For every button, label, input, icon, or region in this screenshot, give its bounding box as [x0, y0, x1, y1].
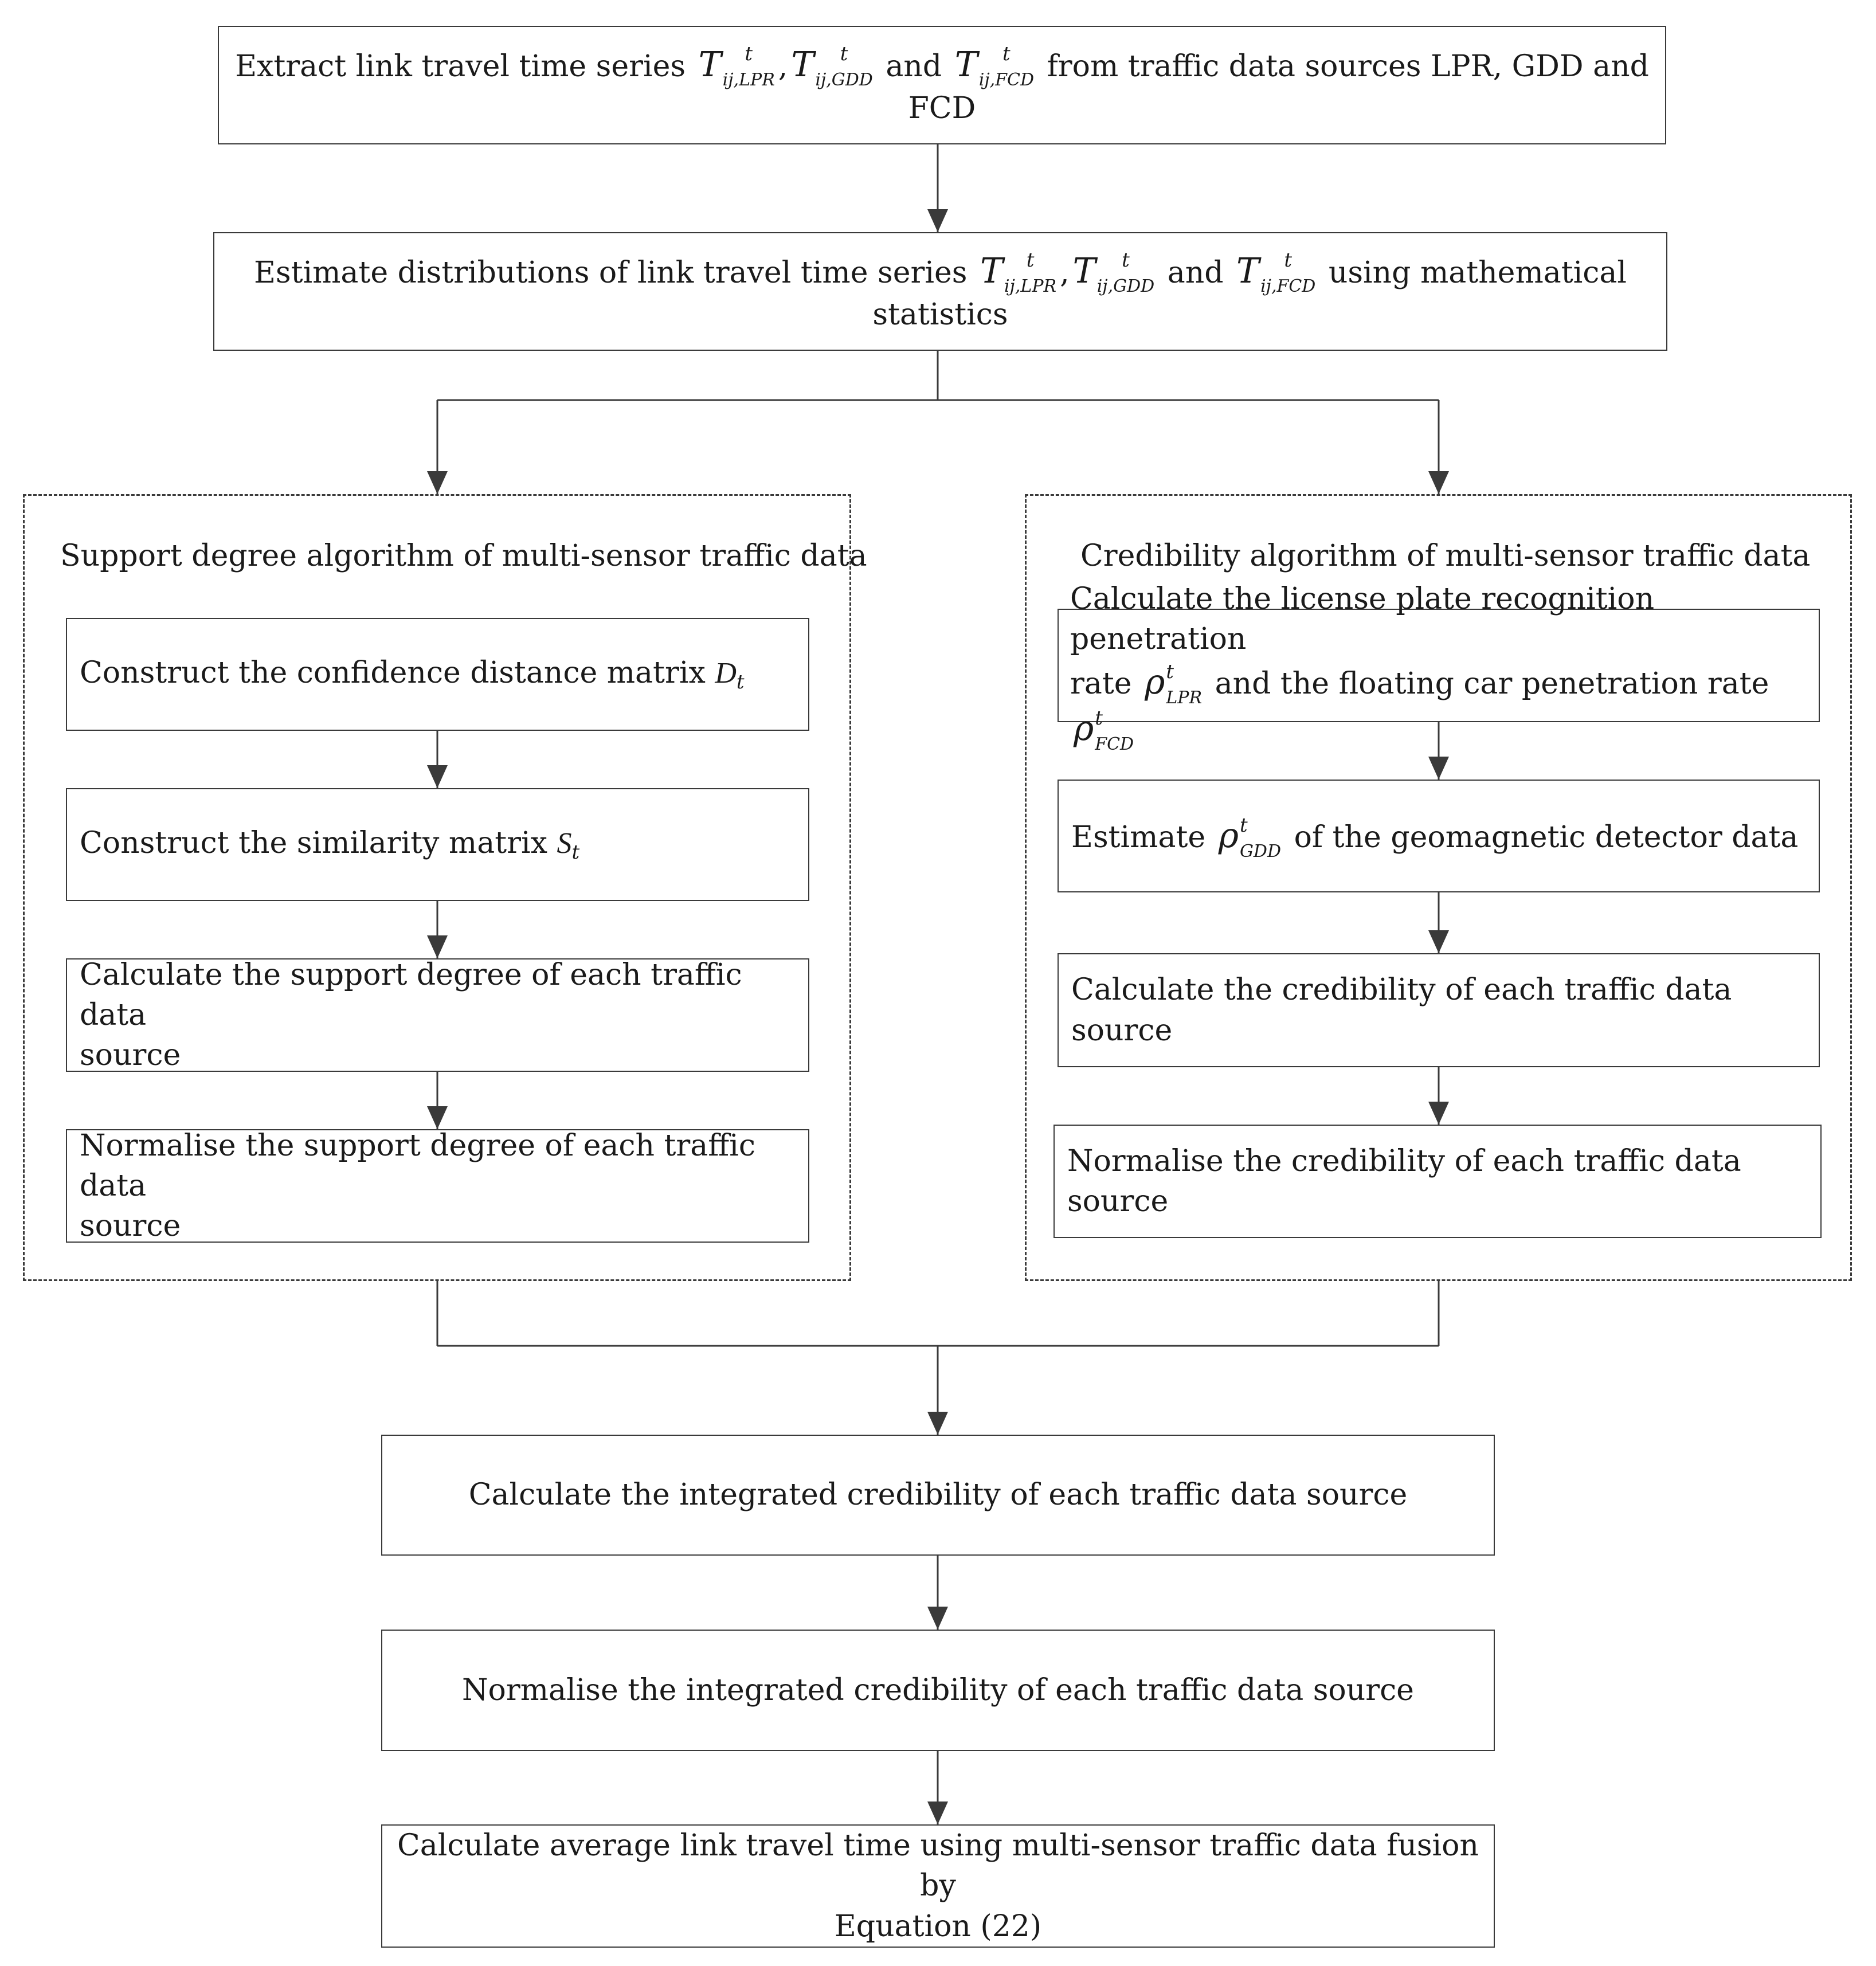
- credibility-step-normalise: Normalise the credibility of each traffi…: [1053, 1125, 1822, 1238]
- arrowhead: [927, 1412, 948, 1435]
- arrowhead: [1428, 471, 1449, 494]
- step-average-travel-time-box: Calculate average link travel time using…: [381, 1824, 1495, 1948]
- step-integrated-credibility-box: Calculate the integrated credibility of …: [381, 1435, 1495, 1556]
- arrowhead: [1428, 757, 1449, 780]
- credibility-step-penetration-rate: Calculate the license plate recognition …: [1058, 582, 1820, 753]
- step-estimate-label: Estimate distributions of link travel ti…: [253, 249, 1627, 332]
- support-step-normalise-support: Normalise the support degree of each tra…: [66, 1129, 809, 1243]
- arrowhead: [1428, 1102, 1449, 1125]
- step-normalise-integrated-box: Normalise the integrated credibility of …: [381, 1630, 1495, 1751]
- credibility-step-calculate: Calculate the credibility of each traffi…: [1058, 953, 1820, 1067]
- support-step-similarity-matrix: Construct the similarity matrix St: [66, 788, 809, 901]
- arrowhead: [427, 1106, 448, 1129]
- support-degree-group-title: Support degree algorithm of multi-sensor…: [60, 539, 867, 573]
- support-step-confidence-distance: Construct the confidence distance matrix…: [66, 618, 809, 731]
- credibility-group: [1025, 494, 1852, 1281]
- support-degree-group: [23, 494, 851, 1281]
- support-step-calculate-support: Calculate the support degree of each tra…: [66, 958, 809, 1072]
- arrowhead: [927, 1801, 948, 1824]
- step-estimate-box: Estimate distributions of link travel ti…: [213, 232, 1667, 351]
- arrowhead: [1428, 930, 1449, 953]
- arrowhead: [427, 471, 448, 494]
- arrowhead: [927, 209, 948, 232]
- credibility-group-title: Credibility algorithm of multi-sensor tr…: [1080, 539, 1811, 573]
- arrowhead: [427, 935, 448, 958]
- arrowhead: [927, 1607, 948, 1630]
- arrowhead: [427, 765, 448, 788]
